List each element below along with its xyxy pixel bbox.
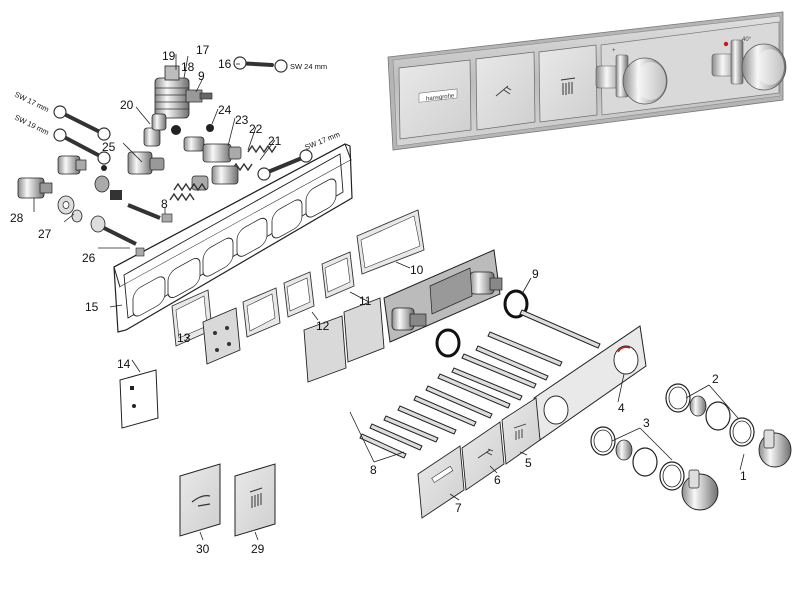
handshower-icon: [191, 495, 211, 507]
wrench-sw17-left: [53, 105, 111, 141]
overhead-shower-icon: [560, 77, 576, 95]
wrench-label-sw19: SW 19 mm: [13, 113, 50, 137]
long-screws: [359, 309, 601, 459]
dial-plus-mark: +: [612, 48, 616, 54]
temperature-stop-dot: [723, 41, 729, 47]
part-label-3: 3: [643, 416, 650, 430]
valve-parts-20-25: [57, 113, 277, 202]
part-label-14: 14: [117, 357, 131, 371]
knob-assembly-3: [590, 426, 719, 511]
part-label-16: 16: [218, 57, 232, 71]
part-label-5: 5: [525, 456, 532, 470]
part-label-9-right: 9: [532, 267, 539, 281]
button-cover-6: [461, 421, 505, 491]
part-label-29: 29: [251, 542, 265, 556]
part-label-12: 12: [316, 319, 330, 333]
wrench-label-sw24: SW 24 mm: [290, 62, 327, 71]
part-label-8-bottom: 8: [370, 463, 377, 477]
photo-knob-left: [595, 54, 668, 105]
part-label-21: 21: [268, 134, 282, 148]
part-label-20: 20: [120, 98, 134, 112]
plate-14: [119, 369, 159, 429]
plate-29: [234, 463, 276, 537]
part-label-25: 25: [102, 140, 116, 154]
plate-30: [179, 463, 221, 537]
wrench-sw24: [233, 56, 288, 73]
part-label-28: 28: [10, 211, 24, 225]
knob-assembly-2: [665, 383, 792, 468]
cover-red-mark: [617, 346, 631, 353]
part-label-2: 2: [712, 372, 719, 386]
product-photo: hansgrohe + 40°: [387, 11, 787, 151]
part-label-8-top: 8: [161, 197, 168, 211]
part-label-30: 30: [196, 542, 210, 556]
screw-parts-26-28: [17, 175, 173, 257]
part-label-22: 22: [249, 122, 263, 136]
handshower-icon: [495, 85, 512, 97]
o-ring-left: [435, 328, 461, 358]
o-ring-right: [503, 289, 529, 319]
part-label-17: 17: [196, 43, 210, 57]
leader-lines: [33, 54, 745, 541]
gasket-frames: [171, 209, 425, 383]
part-label-10: 10: [410, 263, 424, 277]
valve-body: [383, 249, 503, 343]
cartridge-17-18-19: [154, 65, 213, 119]
part-label-9-top: 9: [198, 69, 205, 83]
temperature-mark: 40°: [742, 37, 752, 43]
overhead-shower-icon: [249, 487, 263, 508]
part-label-19: 19: [162, 49, 176, 63]
part-label-26: 26: [82, 251, 96, 265]
wrench-sw19: [53, 128, 111, 165]
part-label-11: 11: [359, 294, 372, 308]
part-label-6: 6: [494, 473, 501, 487]
part-label-13: 13: [177, 331, 191, 345]
part-label-1: 1: [740, 469, 747, 483]
photo-button-handshower: [475, 51, 536, 131]
part-label-27: 27: [38, 227, 52, 241]
wrench-sw17-right: [257, 149, 313, 181]
wrench-label-sw17-left: SW 17 mm: [13, 90, 50, 114]
photo-button-brand: hansgrohe: [398, 59, 472, 140]
part-label-18: 18: [181, 60, 195, 74]
mounting-frame: [113, 143, 353, 342]
part-label-4: 4: [618, 401, 625, 415]
photo-knob-right: [711, 39, 787, 91]
part-label-24: 24: [218, 103, 232, 117]
button-cover-5: [501, 397, 541, 465]
part-label-7: 7: [455, 501, 462, 515]
part-label-23: 23: [235, 113, 249, 127]
part-label-15: 15: [85, 300, 99, 314]
photo-button-overhead: [538, 44, 598, 123]
part-labels: 1 2 3 4 5 6 7 8 8 9 9 10 11 12 13 14 15 …: [10, 43, 747, 556]
button-cover-7: [417, 445, 465, 519]
brand-label: hansgrohe: [426, 93, 455, 102]
